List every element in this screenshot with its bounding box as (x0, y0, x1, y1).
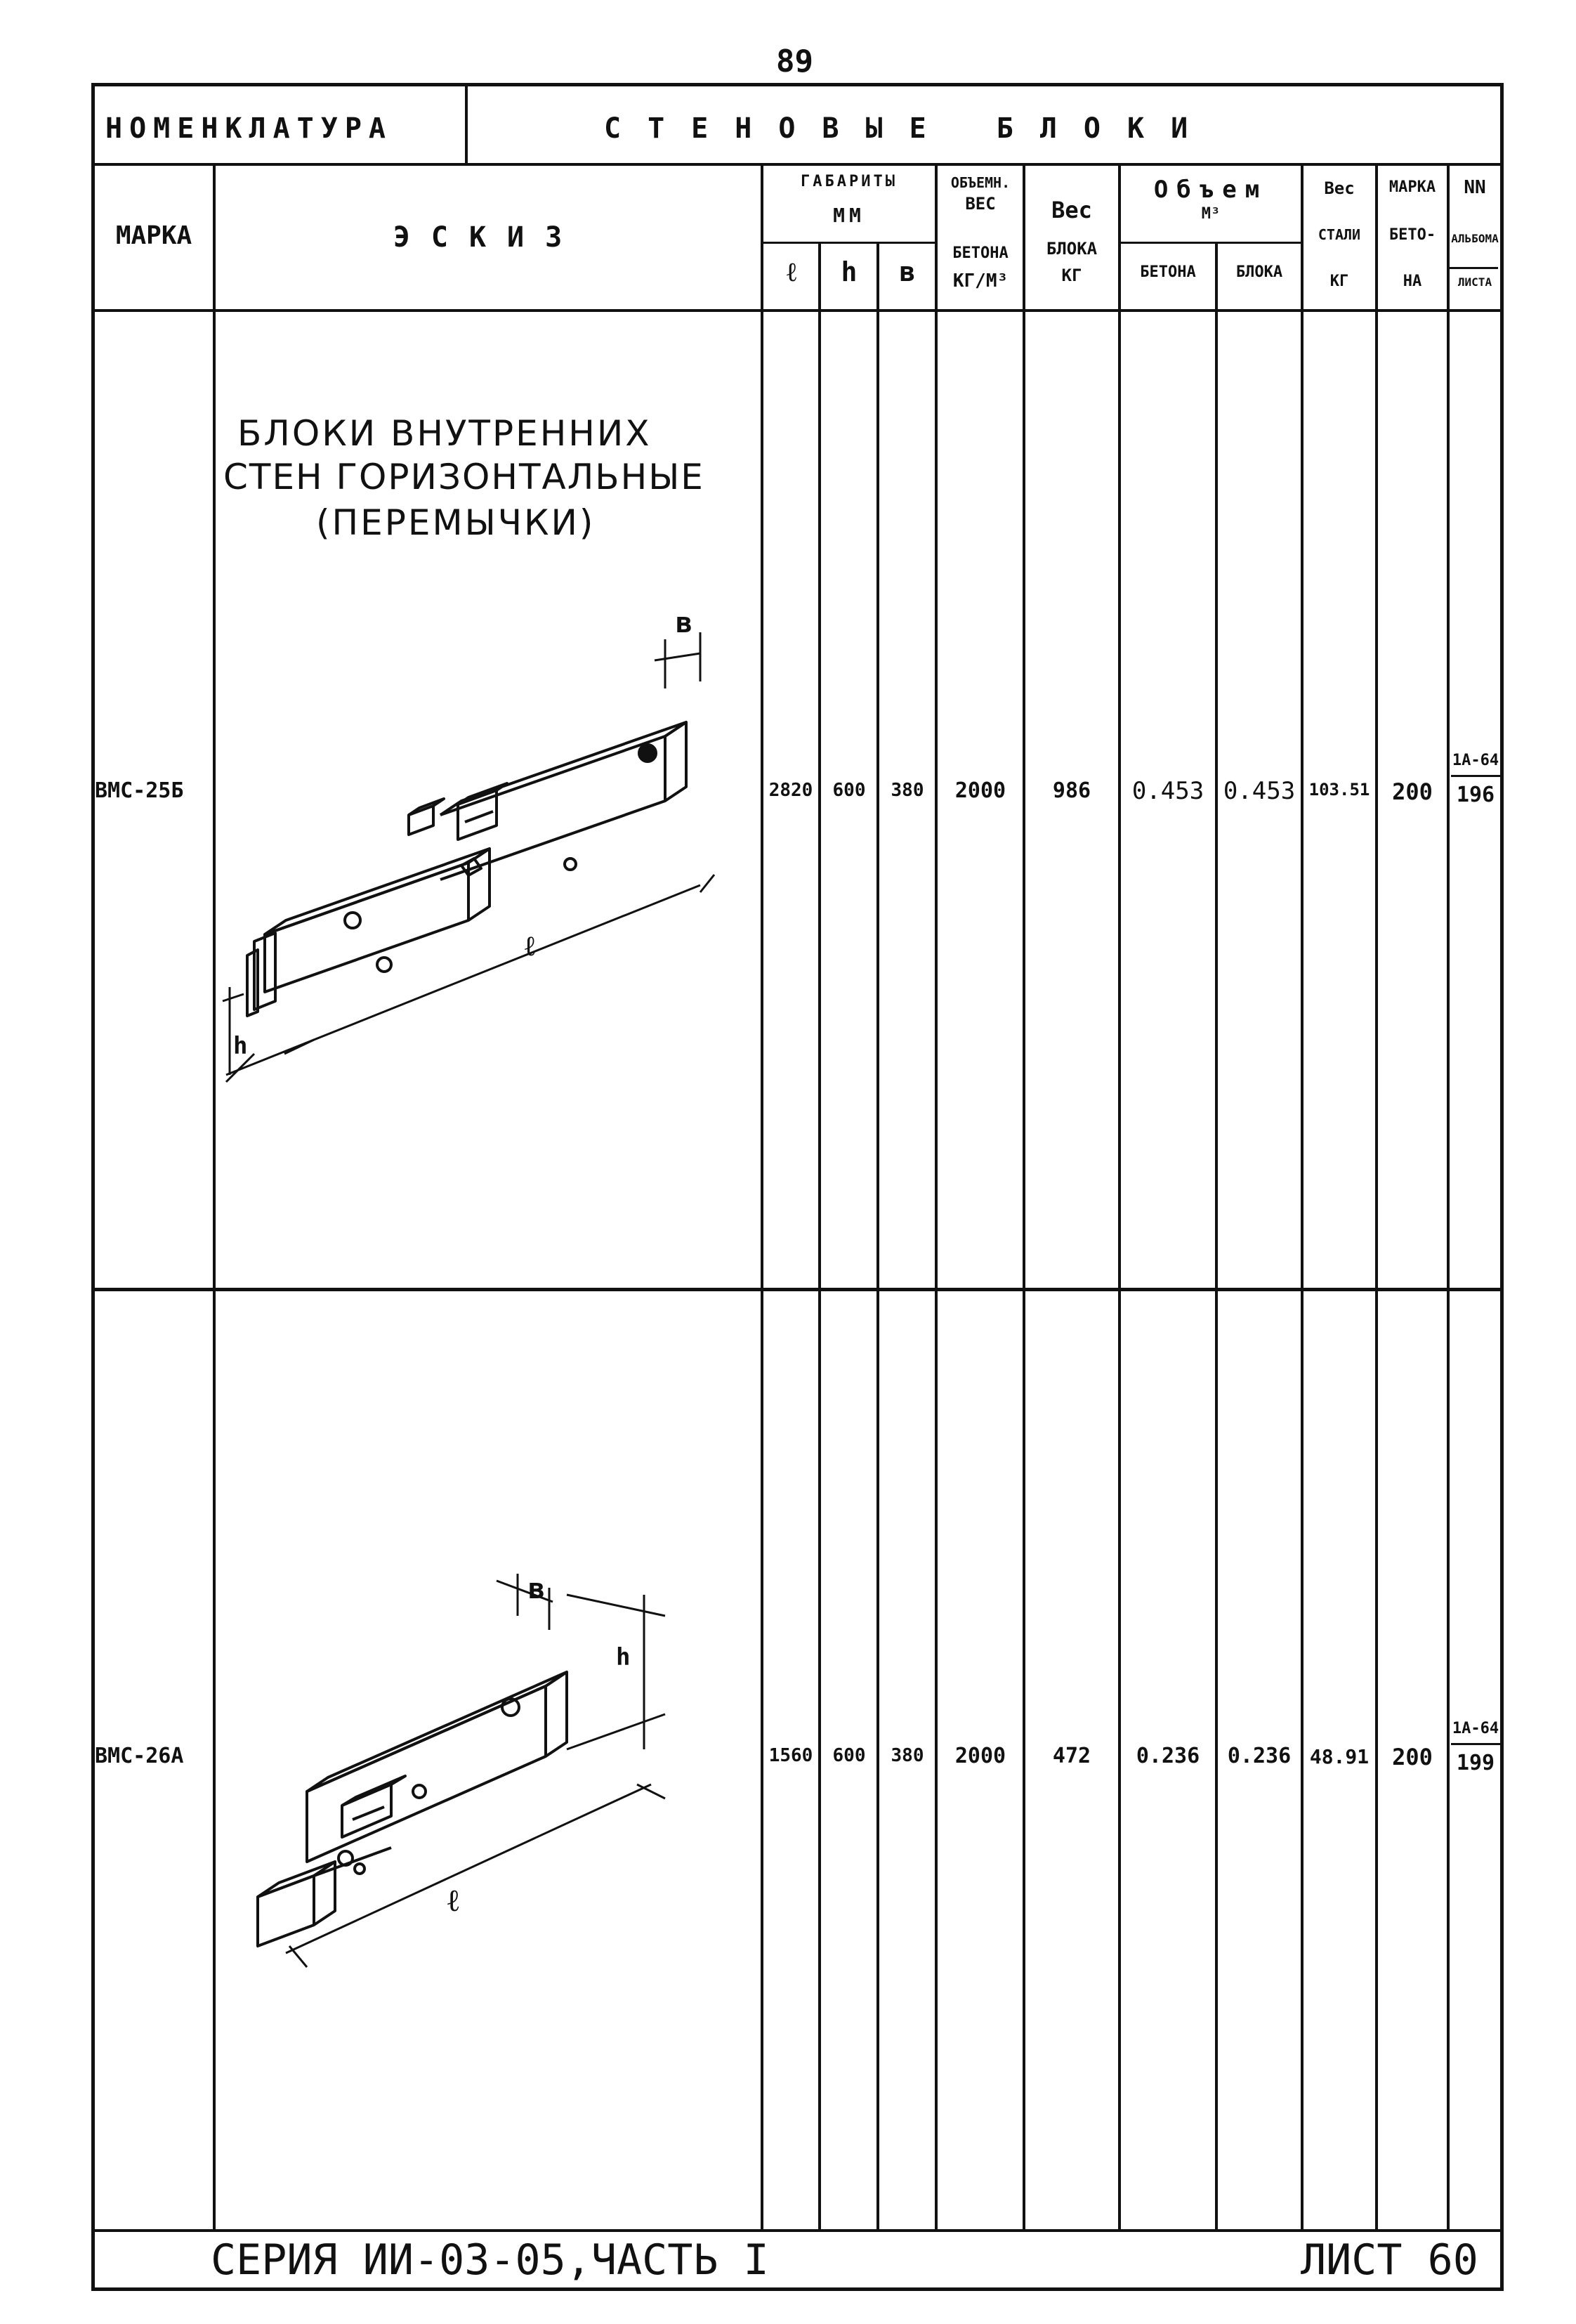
col-header-vesstali-2: СТАЛИ (1318, 226, 1361, 243)
rule-footer-top (91, 2229, 1504, 2232)
row1-obem-betona: 0.453 (1131, 777, 1204, 805)
col-line-l (818, 243, 821, 2231)
col-header-albom-2: АЛЬБОМА (1451, 232, 1499, 245)
row1-obem-bloka: 0.453 (1223, 777, 1296, 805)
table-frame (91, 83, 1504, 2291)
col-header-vesbloka-2: БЛОКА (1046, 239, 1098, 259)
col-line-betona (1215, 243, 1218, 2231)
sketch2-dim-l: ℓ (447, 1883, 459, 1919)
row2-fraction-bar (1451, 1743, 1500, 1745)
col-line-vesbloka (1118, 163, 1121, 2231)
row1-obemves: 2000 (954, 778, 1006, 803)
sketch-vmc-26a: в h ℓ (256, 1574, 666, 1968)
sketch1-dim-b: в (676, 607, 692, 639)
row1-l: 2820 (768, 780, 813, 801)
rule-colheader-bottom (91, 309, 1504, 312)
row1-albom-list: 1А-64 196 (1451, 752, 1500, 807)
row1-markabetona: 200 (1392, 778, 1433, 805)
footer-sheet: ЛИСТ 60 (1301, 2235, 1478, 2285)
col-header-obem-unit: М³ (1201, 205, 1221, 223)
col-header-betona: БЕТОНА (1140, 263, 1196, 281)
col-header-obemves-3: БЕТОНА (952, 244, 1009, 262)
col-header-obem: Объем (1153, 176, 1268, 204)
row2-vesstali: 48.91 (1309, 1745, 1370, 1768)
col-line-h (876, 243, 879, 2231)
col-line-marka (213, 163, 216, 2231)
row2-list: 199 (1456, 1751, 1495, 1775)
row2-markabetona: 200 (1392, 1744, 1433, 1770)
col-header-markabetona-1: МАРКА (1388, 178, 1436, 196)
col-line-eskiz (761, 163, 763, 2231)
row1-albom: 1А-64 (1452, 752, 1499, 769)
col-line-bloka (1301, 163, 1304, 2231)
row2-obemves: 2000 (954, 1744, 1006, 1768)
col-header-vesstali-1: Вес (1324, 178, 1355, 198)
row2-l: 1560 (768, 1745, 813, 1766)
row1-list: 196 (1456, 783, 1495, 807)
col-header-l: ℓ (786, 256, 797, 287)
col-header-b: в (899, 256, 916, 287)
sketch-title-line3: (ПЕРЕМЫЧКИ) (316, 502, 596, 543)
col-line-title-sep (465, 83, 468, 164)
col-header-obemves-4: КГ/М³ (952, 270, 1009, 292)
sketch2-dim-b: в (528, 1574, 545, 1605)
row2-obem-bloka: 0.236 (1227, 1744, 1292, 1768)
col-header-vesstali-3: КГ (1329, 273, 1349, 290)
header-left-title: НОМЕНКЛАТУРА (105, 112, 393, 145)
row2-b: 380 (891, 1745, 924, 1766)
sketch1-dim-l: ℓ (525, 930, 535, 962)
col-line-b (935, 163, 938, 2231)
row2-h: 600 (832, 1745, 866, 1766)
col-header-eskiz: ЭСКИЗ (393, 221, 584, 254)
row1-h: 600 (832, 780, 866, 801)
row2-vesbloka: 472 (1052, 1744, 1091, 1768)
row2-obem-betona: 0.236 (1136, 1744, 1200, 1768)
row2-albom: 1А-64 (1452, 1720, 1499, 1737)
rule-header-bottom (91, 163, 1504, 166)
col-header-albom-3: ЛИСТА (1457, 275, 1492, 289)
row2-albom-list: 1А-64 199 (1451, 1720, 1500, 1775)
rule-albom-sub (1449, 267, 1498, 269)
col-line-markabetona (1447, 163, 1450, 2231)
sketch-title-line1: БЛОКИ ВНУТРЕННИХ (237, 413, 652, 454)
col-header-obemves-2: ВЕС (965, 194, 996, 214)
page-number: 89 (776, 44, 813, 79)
row1-vesstali: 103.51 (1308, 780, 1370, 799)
col-line-obemves (1023, 163, 1025, 2231)
row2-marka: ВМС-26А (95, 1744, 184, 1768)
col-header-vesbloka-1: Вес (1051, 197, 1092, 223)
col-header-h: h (841, 256, 858, 287)
rule-gabarity-sub (761, 242, 935, 244)
col-header-gabarity-unit: ММ (833, 204, 865, 227)
col-line-vesstali (1375, 163, 1378, 2231)
col-header-bloka: БЛОКА (1235, 263, 1283, 281)
rule-row-divider (91, 1288, 1504, 1291)
col-header-marka: МАРКА (115, 221, 192, 250)
header-right-title: СТЕНОВЫЕ БЛОКИ (604, 112, 1215, 145)
col-header-obemves-1: ОБЪЕМН. (950, 174, 1011, 191)
sketch-vmc-25b: в h ℓ (222, 607, 716, 1083)
col-header-albom-1: NN (1464, 177, 1486, 198)
sketch-title-line2: СТЕН ГОРИЗОНТАЛЬНЫЕ (223, 457, 704, 497)
rule-obem-sub (1118, 242, 1301, 244)
row1-b: 380 (891, 780, 924, 801)
row1-fraction-bar (1451, 775, 1500, 777)
row1-vesbloka: 986 (1052, 778, 1091, 803)
col-header-gabarity: ГАБАРИТЫ (801, 173, 898, 190)
sketch2-dim-h: h (616, 1643, 630, 1671)
footer-series: СЕРИЯ ИИ-03-05,ЧАСТЬ I (211, 2235, 769, 2285)
col-header-markabetona-3: НА (1403, 273, 1422, 290)
col-header-vesbloka-3: КГ (1061, 266, 1082, 285)
col-header-markabetona-2: БЕТО- (1388, 226, 1436, 244)
sketch1-dim-h: h (233, 1032, 247, 1060)
row1-marka: ВМС-25Б (95, 778, 184, 803)
